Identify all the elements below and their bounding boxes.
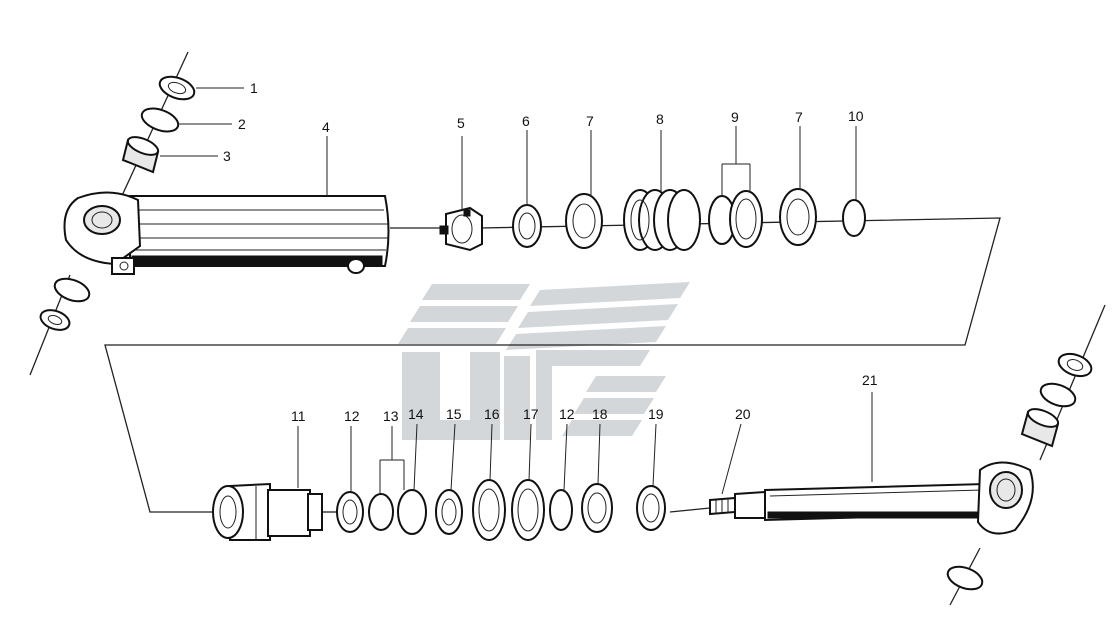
- part-number-labels: 1 2 3 4 5 6 7 8 9 7 10 11 12 13 14 15 16…: [223, 80, 878, 424]
- label-10: 10: [848, 108, 864, 124]
- barrel-end-nut: [39, 309, 71, 331]
- rod-eye-circlip: [946, 565, 984, 591]
- label-9: 9: [731, 109, 739, 125]
- barrel-end-circlip: [53, 277, 91, 303]
- part-7-ring-b: [779, 188, 817, 246]
- part-4-cylinder-barrel: [63, 191, 390, 275]
- part-10-o-ring: [842, 199, 866, 237]
- part-17-ring: [511, 479, 545, 541]
- label-19: 19: [648, 406, 664, 422]
- part-5-castle-nut: [439, 206, 483, 252]
- label-16: 16: [484, 406, 500, 422]
- label-12a: 12: [344, 408, 360, 424]
- rod-end-nut: [1057, 352, 1093, 378]
- label-17: 17: [523, 406, 539, 422]
- label-21: 21: [862, 372, 878, 388]
- part-13-seal: [368, 493, 394, 531]
- label-15: 15: [446, 406, 462, 422]
- part-2-circlip: [140, 107, 180, 133]
- part-12-ring-a: [336, 491, 364, 533]
- part-3-bushing: [121, 136, 160, 174]
- part-18-ring: [581, 483, 613, 533]
- label-14: 14: [408, 406, 424, 422]
- part-7-ring-a: [565, 193, 603, 249]
- rod-end-bushing: [1020, 408, 1060, 448]
- part-8-piston-rings: [623, 189, 701, 251]
- part-16-ring: [472, 479, 506, 541]
- label-11: 11: [291, 408, 306, 424]
- label-5: 5: [457, 115, 465, 131]
- part-1-nut: [158, 75, 196, 101]
- label-1: 1: [250, 80, 258, 96]
- part-12-ring-b: [549, 489, 573, 531]
- label-3: 3: [223, 148, 231, 164]
- part-14-seal: [397, 489, 427, 535]
- part-19-ring: [636, 485, 666, 531]
- label-12b: 12: [559, 406, 575, 422]
- label-7b: 7: [795, 109, 803, 125]
- label-6: 6: [522, 113, 530, 129]
- part-6-ring: [512, 204, 542, 248]
- part-9-seal-pair: [708, 190, 763, 248]
- label-7a: 7: [586, 113, 594, 129]
- label-2: 2: [238, 116, 246, 132]
- part-20-threaded-tip: [709, 490, 766, 519]
- rod-end-circlip: [1039, 382, 1077, 408]
- part-11-gland: [212, 482, 323, 541]
- label-18: 18: [592, 406, 608, 422]
- label-4: 4: [322, 119, 330, 135]
- label-20: 20: [735, 406, 751, 422]
- label-13: 13: [383, 408, 399, 424]
- label-8: 8: [656, 111, 664, 127]
- leader-lines: [160, 87, 873, 495]
- watermark-logo: [398, 282, 690, 440]
- part-21-piston-rod: [764, 461, 1034, 535]
- part-15-ring: [435, 489, 463, 535]
